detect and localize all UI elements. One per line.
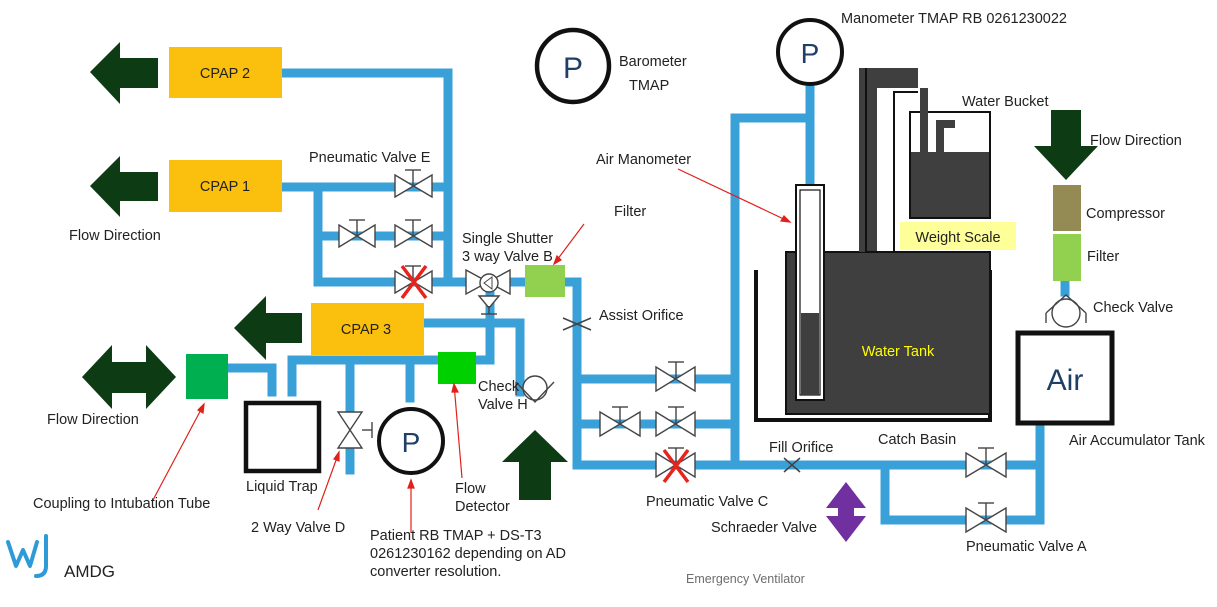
flow-direction-bottom-label: Flow Direction [47, 412, 139, 428]
coupling-label: Coupling to Intubation Tube [33, 496, 210, 512]
barometer-gauge-letter: P [563, 52, 583, 85]
check-valve-right [1045, 294, 1087, 328]
barometer-gauge [534, 27, 612, 105]
single-shutter-label: Single Shutter [462, 231, 553, 247]
pneumatic-valve-e-label: Pneumatic Valve E [309, 150, 431, 166]
filter-right-box [1053, 234, 1081, 281]
flow-arrow-cpap3 [234, 296, 302, 360]
valve-lattice-left-1 [338, 219, 376, 249]
filter-right-label: Filter [1087, 249, 1119, 265]
patient-label-2: 0261230162 depending on AD [370, 546, 566, 562]
compressor-box [1053, 185, 1081, 231]
flow-arrow-cpap1 [90, 156, 158, 217]
patient-gauge-letter: P [402, 427, 421, 458]
valve-failed-left [394, 264, 433, 300]
flow-direction-left-label: Flow Direction [69, 228, 161, 244]
two-way-valve-d-label: 2 Way Valve D [251, 520, 345, 536]
pneumatic-valve-e [394, 169, 433, 199]
manometer-gauge-letter: P [801, 38, 820, 69]
liquid-trap-box [243, 400, 322, 474]
check-valve-h-label-2: Valve H [478, 397, 528, 413]
logo-text: AMDG [64, 562, 115, 581]
filter-mid-box [525, 265, 565, 297]
weight-scale-label: Weight Scale [915, 230, 1000, 246]
cpap1-label: CPAP 1 [200, 179, 250, 195]
valve-right-top [655, 361, 696, 393]
air-manometer-water [801, 313, 819, 395]
check-valve-label: Check Valve [1093, 300, 1173, 316]
patient-label-1: Patient RB TMAP + DS-T3 [370, 528, 542, 544]
check-valve-h-label-1: Check [478, 379, 520, 395]
cpap2-box [169, 47, 282, 98]
callout-lines [152, 168, 792, 533]
flow-direction-right-label: Flow Direction [1090, 133, 1182, 149]
amdg-logo: AMDG [6, 534, 115, 581]
schraeder-arrow [826, 482, 866, 542]
pneumatic-valve-a [965, 502, 1007, 534]
barometer-label-1: Barometer [619, 54, 687, 70]
catch-basin-label: Catch Basin [878, 432, 956, 448]
filter-mid-label: Filter [614, 204, 646, 220]
siphon-outline [865, 68, 918, 253]
pneumatic-valve-c-label: Pneumatic Valve C [646, 494, 768, 510]
cpap3-box [311, 303, 424, 355]
water-bucket-label: Water Bucket [962, 94, 1049, 110]
cpap1-box [169, 160, 282, 212]
barometer-label-2: TMAP [629, 78, 669, 94]
siphon-top [866, 68, 918, 88]
flow-arrow-cpap2 [90, 42, 158, 104]
pneumatic-valve-a-label: Pneumatic Valve A [966, 539, 1087, 555]
air-manometer-label: Air Manometer [596, 152, 691, 168]
liquid-trap-label: Liquid Trap [246, 479, 318, 495]
manometer-gauge [776, 18, 844, 86]
schraeder-valve-label: Schraeder Valve [711, 520, 817, 536]
assist-orifice-label: Assist Orifice [599, 308, 684, 324]
valve-lattice-left-2 [394, 219, 433, 249]
air-accumulator-tank [1015, 330, 1115, 426]
fill-orifice-icon [783, 457, 801, 473]
three-way-valve-b [465, 268, 511, 315]
cpap3-label: CPAP 3 [341, 322, 391, 338]
fill-orifice-label: Fill Orifice [769, 440, 833, 456]
flow-detector-label-1: Flow [455, 481, 486, 497]
pneumatic-valve-c [655, 447, 696, 484]
valve-right-mid-2 [655, 406, 696, 438]
patient-label-3: converter resolution. [370, 564, 501, 580]
valve-right-mid-1 [599, 406, 641, 438]
two-way-valve-d [336, 411, 373, 449]
manometer-label: Manometer TMAP RB 0261230022 [841, 11, 1067, 27]
flow-arrow-bidirectional [82, 345, 176, 409]
patient-gauge [377, 407, 445, 475]
flow-detector-box [438, 352, 476, 384]
coupling-box [186, 354, 228, 399]
compressor-label: Compressor [1086, 206, 1165, 222]
bucket-tube [920, 88, 955, 204]
footer-caption: Emergency Ventilator [686, 572, 805, 586]
three-way-valve-b-label: 3 way Valve B [462, 249, 553, 265]
weight-scale-box [900, 222, 1016, 250]
flow-arrow-up [502, 430, 568, 500]
pneumatic-valve-a-top [965, 447, 1007, 479]
air-tank-label: Air [1047, 364, 1084, 397]
flow-detector-label-2: Detector [455, 499, 510, 515]
assist-orifice-icon [562, 317, 592, 331]
flow-arrow-down [1034, 110, 1098, 180]
water-tank-label: Water Tank [862, 344, 935, 360]
air-accumulator-label: Air Accumulator Tank [1069, 433, 1206, 449]
cpap2-label: CPAP 2 [200, 66, 250, 82]
check-valve-h [515, 375, 555, 404]
